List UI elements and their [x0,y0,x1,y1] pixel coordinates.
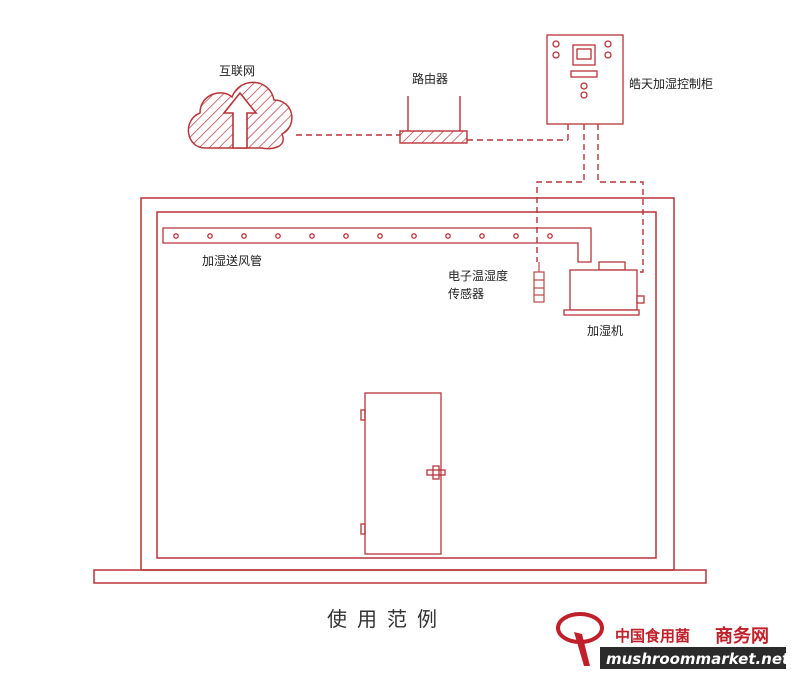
sensor-label-line1: 电子温湿度 [448,268,508,283]
air-duct [162,227,592,263]
router-body [399,130,468,144]
cabinet-light [552,51,560,59]
upload-arrow [222,91,258,149]
router-icon [399,96,468,144]
humidifier-base [563,309,640,316]
duct-hole [207,233,213,239]
cabinet-knob [580,82,588,90]
cabinet-body [546,34,624,125]
door-hinge-bottom [360,523,366,535]
cabinet-screen-inner [576,48,592,60]
cabinet-switch [580,91,588,99]
cabinet-light [552,40,560,48]
cabinet-light [604,40,612,48]
sensor-icon [533,262,545,303]
duct-hole [343,233,349,239]
router-label: 路由器 [412,71,448,86]
internet-label: 互联网 [219,64,255,78]
sensor-label-line2: 传感器 [448,286,484,301]
watermark-url-bar [600,647,786,669]
room [93,197,707,584]
door-hinge-top [360,409,366,421]
humidifier-body [569,269,638,311]
door-panel [364,392,442,555]
humidifier-label: 加湿机 [587,323,623,338]
sensor-body [533,271,545,303]
cabinet-keypad [570,70,598,78]
cabinet-screen [572,44,596,66]
cloud-upload-icon [187,81,293,150]
floor-slab [93,569,707,584]
door-icon [360,392,446,555]
duct-hole [275,233,281,239]
wire-cabinet-humidifier [597,124,644,273]
wire-cabinet-sensor [536,124,585,262]
air-duct-label: 加湿送风管 [202,253,262,268]
watermark-brand-part1: 中国食用菌 [615,627,690,645]
logo-tail [574,632,590,666]
figure-caption: 使用范例 [327,607,447,631]
duct-hole [309,233,315,239]
humidifier-top-cap [598,261,626,271]
humidifier-icon [563,261,645,316]
door-handle [426,469,446,476]
room-inner-wall [156,211,657,559]
duct-hole [377,233,383,239]
network-wires [296,124,644,273]
duct-holes [173,233,553,239]
duct-pipe [162,227,592,263]
control-cabinet-icon [546,34,624,125]
watermark-brand-part2: 商务网 [715,625,769,647]
watermark-url: mushroommarket.net [606,650,790,668]
duct-hole [479,233,485,239]
duct-hole [445,233,451,239]
humidifier-port [636,295,645,304]
door-lock [432,465,440,480]
duct-hole [513,233,519,239]
cabinet-light [604,51,612,59]
control-cabinet-label: 皓天加湿控制柜 [629,76,713,91]
duct-hole [173,233,179,239]
brand-logo-icon [556,612,604,666]
duct-hole [547,233,553,239]
duct-hole [411,233,417,239]
duct-hole [241,233,247,239]
